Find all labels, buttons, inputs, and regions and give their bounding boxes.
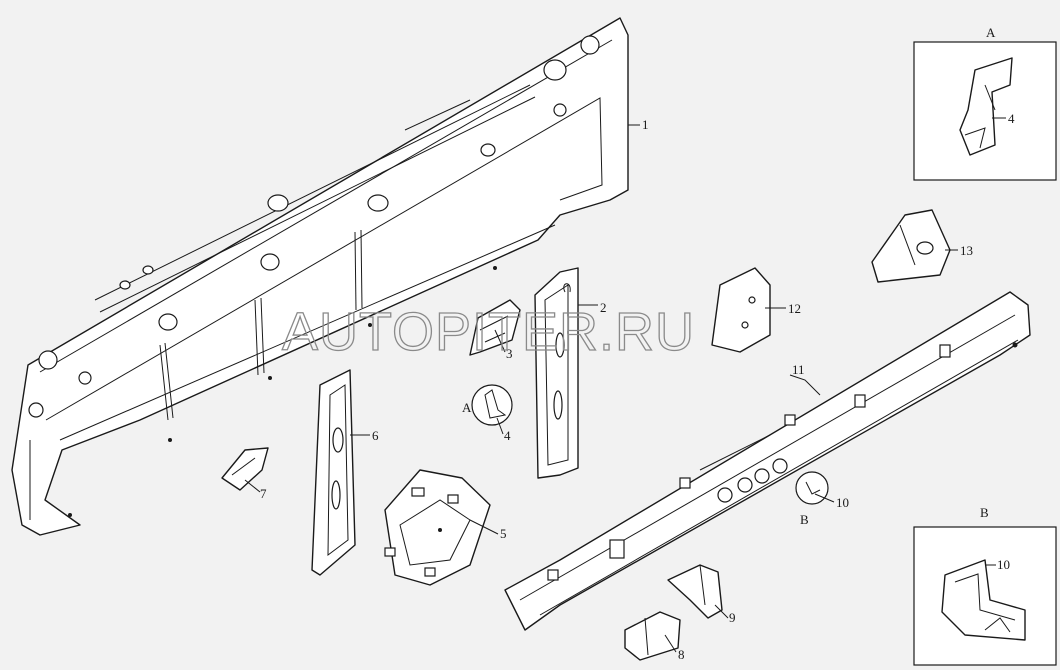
part-11-cross-member	[504, 291, 1031, 631]
callout-5: 5	[500, 526, 507, 541]
callout-7: 7	[260, 486, 267, 501]
callout-1: 1	[642, 117, 649, 132]
callout-13: 13	[960, 243, 973, 258]
part-7-clip	[221, 447, 269, 491]
callout-detail-a: A	[462, 400, 472, 415]
callout-9: 9	[729, 610, 736, 625]
part-3-bracket	[469, 299, 521, 356]
callouts: 1 2 3 4 A 5 6 7 8 9 10 B 11 12 13 A 4 B …	[260, 25, 1015, 662]
callout-11: 11	[792, 362, 805, 377]
callout-10: 10	[836, 495, 849, 510]
detail-circle-a	[471, 384, 513, 426]
part-6-pillar	[311, 369, 356, 576]
inset-b-part-label: 10	[997, 557, 1010, 572]
leader-lines	[244, 117, 1006, 653]
inset-a-title: A	[986, 25, 996, 40]
inset-b	[913, 526, 1057, 666]
part-8-spacer	[624, 611, 681, 661]
callout-detail-b: B	[800, 512, 809, 527]
part-5-plate	[384, 469, 491, 586]
callout-4: 4	[504, 428, 511, 443]
watermark-text: AUTOPITER.RU	[282, 302, 695, 362]
part-2-pillar	[534, 267, 579, 479]
inset-a-part-label: 4	[1008, 111, 1015, 126]
part-1-back-panel	[11, 17, 629, 536]
callout-12: 12	[788, 301, 801, 316]
detail-circle-b	[795, 471, 829, 505]
callout-2: 2	[600, 300, 607, 315]
callout-3: 3	[506, 346, 513, 361]
callout-6: 6	[372, 428, 379, 443]
part-12-bracket	[711, 267, 771, 353]
callout-8: 8	[678, 647, 685, 662]
inset-b-title: B	[980, 505, 989, 520]
part-13-gusset	[871, 209, 951, 283]
part-9-channel	[667, 564, 723, 619]
inset-a	[913, 41, 1057, 181]
